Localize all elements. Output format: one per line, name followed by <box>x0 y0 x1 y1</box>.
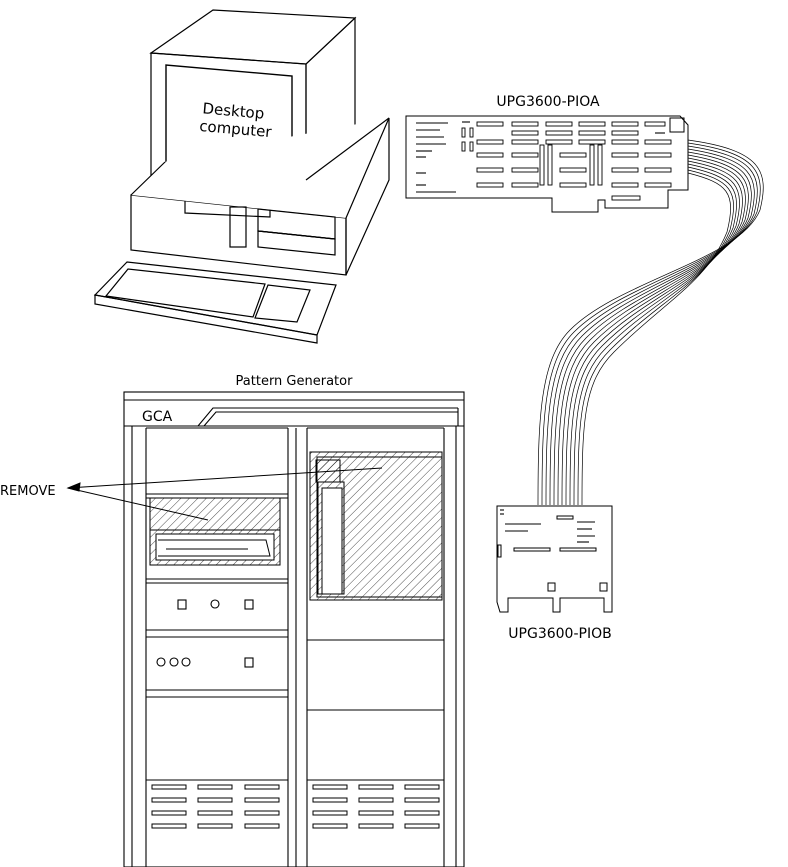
square-button <box>244 657 254 668</box>
desktop-computer <box>93 9 390 344</box>
control-panel-1 <box>177 599 254 610</box>
control-panel-2 <box>156 657 254 668</box>
pattern-generator-cabinet <box>123 391 465 867</box>
keyboard <box>93 261 337 336</box>
drive-slot <box>229 206 247 248</box>
remove-callout: REMOVE <box>0 484 56 499</box>
gca-brand: GCA <box>142 409 173 425</box>
remove-module-right <box>309 451 443 601</box>
indicator-light <box>156 657 166 667</box>
pioa-title: UPG3600-PIOA <box>496 94 600 110</box>
pattern-generator-title: Pattern Generator <box>236 374 354 389</box>
round-knob <box>210 599 220 609</box>
square-button <box>177 599 187 610</box>
piob-title: UPG3600-PIOB <box>508 626 611 642</box>
indicator-light <box>181 657 191 667</box>
desktop-label-line1: Desktop <box>202 99 265 122</box>
piob-card <box>496 505 613 613</box>
square-button <box>244 599 254 610</box>
vent-grille-left <box>151 784 280 829</box>
pioa-card <box>405 115 689 213</box>
remove-leader-lines <box>66 467 383 521</box>
vent-grille-right <box>312 784 440 829</box>
remove-module-upper <box>149 497 281 566</box>
indicator-light <box>169 657 179 667</box>
ribbon-cable <box>537 139 764 506</box>
